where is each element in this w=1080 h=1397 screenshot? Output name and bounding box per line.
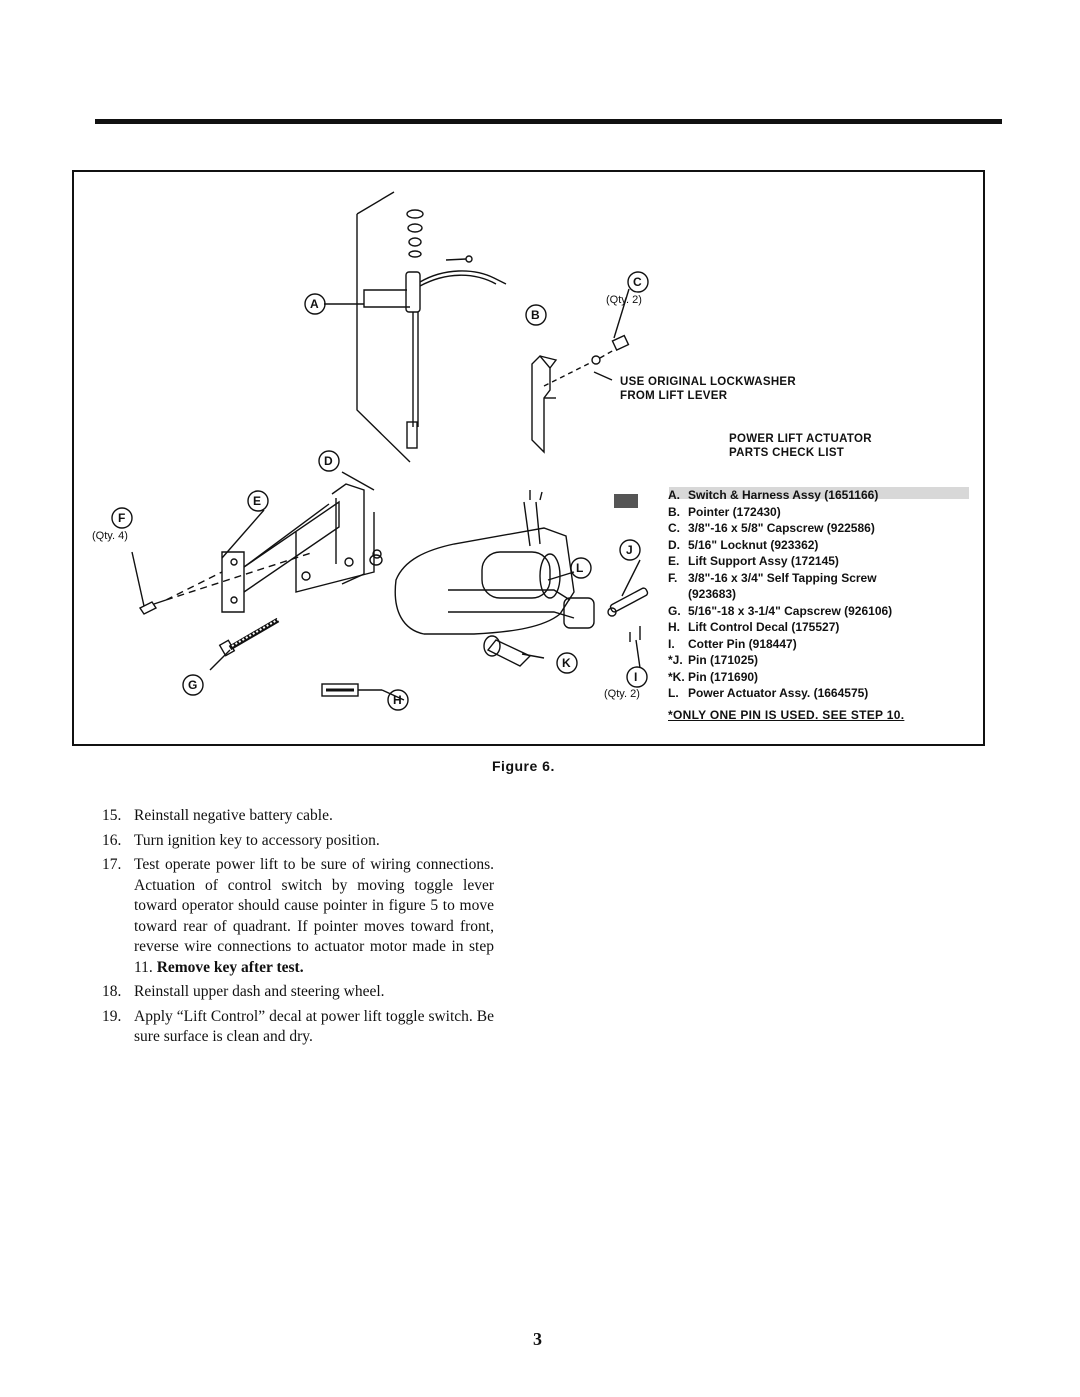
part-label: 5/16"-18 x 3-1/4" Capscrew (926106) [688, 603, 893, 618]
step-text: Turn ignition key to accessory position. [134, 831, 380, 849]
qty-c: (Qty. 2) [606, 294, 642, 306]
figure-caption: Figure 6. [492, 758, 555, 774]
lift-support-plate-left [221, 551, 245, 613]
callout-c: C [633, 275, 642, 289]
part-key: A. [668, 488, 680, 503]
parts-row: I. Cotter Pin (918447) [668, 636, 968, 653]
parts-row: F. 3/8"-16 x 3/4" Self Tapping Screw [668, 570, 968, 587]
parts-footnote: *ONLY ONE PIN IS USED. SEE STEP 10. [668, 707, 905, 722]
part-key: *K. [668, 669, 685, 684]
step-item: 19. Apply “Lift Control” decal at power … [102, 1007, 494, 1048]
parts-row: H. Lift Control Decal (175527) [668, 619, 968, 636]
part-key: E. [668, 554, 680, 569]
parts-row: C. 3/8"-16 x 5/8" Capscrew (922586) [668, 520, 968, 537]
parts-row: L. Power Actuator Assy. (1664575) [668, 685, 968, 702]
parts-row: D. 5/16" Locknut (923362) [668, 537, 968, 554]
callout-arrow-swatch [614, 494, 638, 508]
part-label: Pin (171690) [688, 669, 759, 684]
step-item: 17. Test operate power lift to be sure o… [102, 855, 494, 978]
parts-list-title-line-2: PARTS CHECK LIST [729, 447, 845, 459]
switch-panel-edge [356, 214, 411, 463]
top-rule [95, 119, 1002, 124]
pin-j [609, 587, 649, 613]
part-label: Lift Support Assy (172145) [688, 554, 839, 569]
step-text: Reinstall negative battery cable. [134, 807, 333, 824]
part-label: Lift Control Decal (175527) [688, 620, 840, 635]
step-number: 16. [102, 831, 122, 849]
part-key: *J. [668, 653, 683, 668]
nut-part [406, 209, 424, 219]
part-label: Pointer (172430) [688, 504, 781, 519]
parts-row: G. 5/16"-18 x 3-1/4" Capscrew (926106) [668, 603, 968, 620]
callout-j: J [626, 543, 633, 557]
step-item: 18. Reinstall upper dash and steering wh… [102, 982, 494, 1003]
callout-k: K [562, 656, 571, 670]
callout-f: F [118, 511, 126, 525]
part-key: D. [668, 537, 680, 552]
callout-d: D [324, 454, 333, 468]
lockwasher-note-line-1: USE ORIGINAL LOCKWASHER [620, 376, 797, 388]
callout-e: E [253, 494, 262, 508]
part-key: F. [668, 570, 678, 585]
qty-i: (Qty. 2) [604, 688, 640, 700]
part-label: Power Actuator Assy. (1664575) [688, 686, 869, 701]
step-text: Test operate power lift to be sure of wi… [134, 856, 494, 976]
locknut-part [369, 554, 383, 566]
part-key: L. [668, 686, 679, 701]
step-number: 17. [102, 856, 122, 873]
step-bold-text: Remove key after test. [156, 958, 304, 976]
callout-i: I [634, 670, 638, 684]
parts-row: E. Lift Support Assy (172145) [668, 553, 968, 570]
step-text: Reinstall upper dash and steering wheel. [134, 983, 385, 1000]
parts-list-title: POWER LIFT ACTUATOR PARTS CHECK LIST [729, 432, 872, 460]
callout-g: G [188, 678, 198, 692]
callout-l: L [576, 561, 584, 575]
part-key: G. [668, 603, 681, 618]
parts-row: *J. Pin (171025) [668, 652, 968, 669]
pin-k [486, 639, 532, 667]
qty-f: (Qty. 4) [92, 530, 128, 542]
parts-row: *K.Pin (171690) [668, 669, 968, 686]
parts-row: (923683) [668, 586, 968, 603]
parts-row: A. Switch & Harness Assy (1651166) [668, 487, 968, 504]
parts-check-list: A. Switch & Harness Assy (1651166) B. Poin… [668, 487, 968, 722]
callout-a: A [310, 297, 319, 311]
instruction-steps: 15. Reinstall negative battery cable. 16… [102, 806, 494, 1052]
part-key: H. [668, 620, 680, 635]
lockwasher-note: USE ORIGINAL LOCKWASHER FROM LIFT LEVER [620, 375, 796, 403]
exploded-diagram [111, 191, 969, 711]
part-label: 3/8"-16 x 5/8" Capscrew (922586) [688, 521, 875, 536]
callout-h: H [393, 693, 402, 707]
toggle-switch [405, 271, 421, 313]
step-number: 15. [102, 807, 122, 824]
step-item: 15. Reinstall negative battery cable. [102, 806, 494, 827]
step-text: Apply “Lift Control” decal at power lift… [134, 1007, 494, 1046]
parts-list-title-line-1: POWER LIFT ACTUATOR [729, 433, 872, 445]
part-label: Cotter Pin (918447) [688, 636, 797, 651]
parts-row: B. Pointer (172430) [668, 504, 968, 521]
part-label: Pin (171025) [688, 653, 759, 668]
part-label: 5/16" Locknut (923362) [688, 537, 819, 552]
callout-b: B [531, 308, 540, 322]
part-key: C. [668, 521, 680, 536]
power-actuator [394, 527, 575, 635]
step-item: 16. Turn ignition key to accessory posit… [102, 831, 494, 852]
part-label: 3/8"-16 x 3/4" Self Tapping Screw [688, 570, 877, 585]
figure-6-box: A B C D E F G H I J K L (Qty. 2) (Qty. 4… [72, 170, 985, 746]
part-key: I. [668, 636, 675, 651]
lockwasher-note-line-2: FROM LIFT LEVER [620, 390, 728, 402]
page-number: 3 [533, 1329, 542, 1349]
part-key: B. [668, 504, 680, 519]
step-number: 19. [102, 1007, 122, 1025]
pointer-bracket [531, 354, 551, 454]
step-number: 18. [102, 983, 122, 1000]
part-label: Switch & Harness Assy (1651166) [688, 488, 879, 503]
part-label: (923683) [688, 587, 737, 602]
step-text-container: Test operate power lift to be sure of wi… [134, 855, 494, 978]
